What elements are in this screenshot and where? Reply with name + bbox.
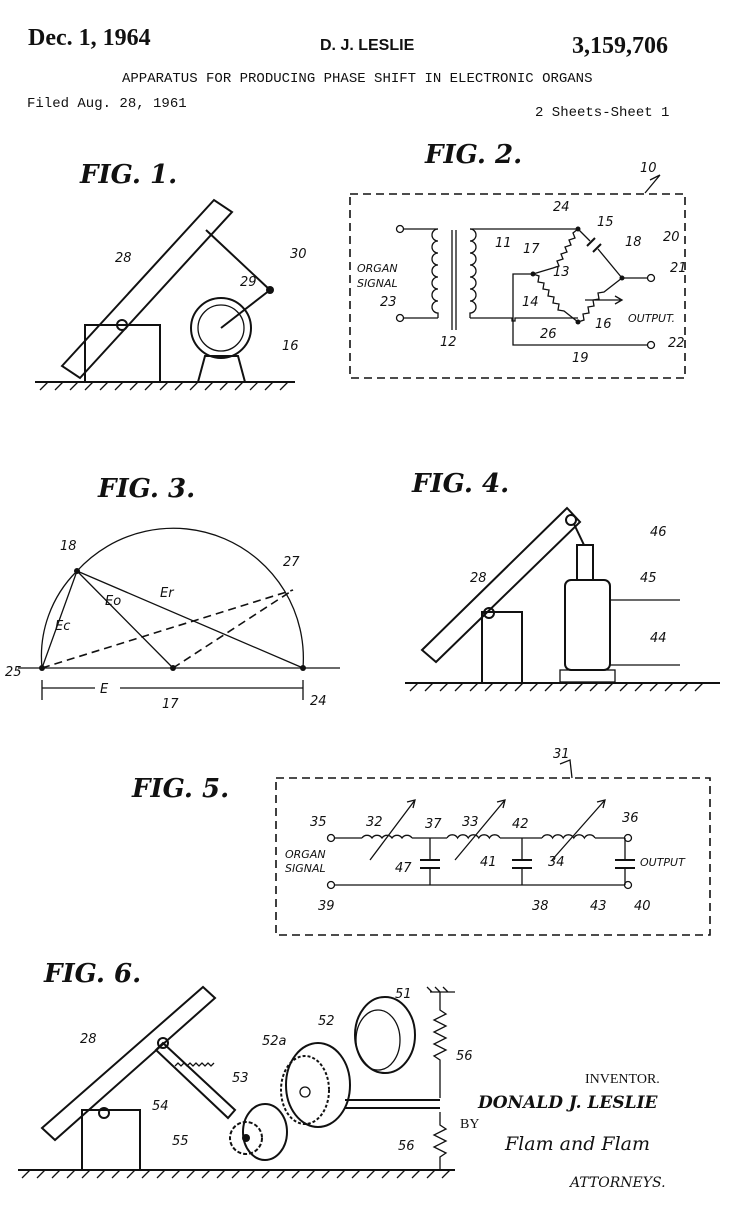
signature-block: INVENTOR. DONALD J. LESLIE BY Flam and F… <box>460 1072 666 1191</box>
fig5-ref: 38 <box>532 899 549 914</box>
fig2-ref: 14 <box>522 295 539 310</box>
fig4-ref: 28 <box>470 571 487 586</box>
fig2-ref: 15 <box>597 215 614 230</box>
inventor-name: DONALD J. LESLIE <box>477 1093 659 1113</box>
patent-number: 3,159,706 <box>572 33 668 59</box>
inventor-heading: INVENTOR. <box>585 1072 660 1087</box>
fig6-ref: 54 <box>152 1099 169 1114</box>
fig2-ref: 17 <box>523 242 540 257</box>
fig1-ref: 28 <box>115 251 132 266</box>
attorneys-label: ATTORNEYS. <box>568 1175 666 1191</box>
fig6-ref: 55 <box>172 1134 189 1149</box>
fig2-input-label: ORGAN <box>357 262 398 275</box>
fig2-ref: 11 <box>495 236 512 251</box>
fig2-ref: 26 <box>540 327 557 342</box>
fig6-ref: 52a <box>262 1034 287 1049</box>
fig6-title: FIG. 6. <box>43 959 141 989</box>
fig2-ref: 12 <box>440 335 457 350</box>
fig6-ref: 56 <box>456 1049 473 1064</box>
fig1-ref: 16 <box>282 339 299 354</box>
fig5-ref: 37 <box>425 817 442 832</box>
fig5-ref: 36 <box>622 811 639 826</box>
fig5-ref: 31 <box>553 747 570 762</box>
fig5-ref: 40 <box>634 899 651 914</box>
fig6-ref: 28 <box>80 1032 97 1047</box>
fig3-ref: 27 <box>283 555 300 570</box>
fig2-title: FIG. 2. <box>424 140 522 170</box>
patent-title: APPARATUS FOR PRODUCING PHASE SHIFT IN E… <box>122 71 592 87</box>
fig3-ref: 17 <box>162 697 179 712</box>
fig2-ref: 16 <box>595 317 612 332</box>
fig1-ref: 29 <box>240 275 257 290</box>
fig2-ref: 21 <box>670 261 687 276</box>
figure-2: FIG. 2. 10 ORGAN SIGNAL OUTPUT. 24 15 18… <box>349 140 687 379</box>
attorneys-firm: Flam and Flam <box>504 1133 650 1155</box>
fig5-ref: 42 <box>512 817 529 832</box>
fig5-ref: 34 <box>548 855 565 870</box>
figure-6: FIG. 6. 51 52 52a 28 53 54 55 56 56 <box>18 959 473 1179</box>
patent-date: Dec. 1, 1964 <box>28 25 151 51</box>
fig2-ref: 13 <box>553 265 570 280</box>
figure-3: FIG. 3. 18 27 25 17 24 Ec Eo Er E <box>5 474 340 712</box>
sheet-info: 2 Sheets-Sheet 1 <box>535 105 669 121</box>
fig6-ref: 51 <box>395 987 412 1002</box>
fig3-ref: 24 <box>310 694 327 709</box>
fig5-input-label: SIGNAL <box>285 862 326 875</box>
fig5-input-label: ORGAN <box>285 848 326 861</box>
fig1-ref: 30 <box>290 247 307 262</box>
fig5-ref: 35 <box>310 815 327 830</box>
fig3-title: FIG. 3. <box>97 474 195 504</box>
fig4-title: FIG. 4. <box>411 469 509 499</box>
fig5-ref: 32 <box>366 815 383 830</box>
fig5-ref: 47 <box>395 861 412 876</box>
inventor-header: D. J. LESLIE <box>320 37 415 54</box>
fig2-ref: 24 <box>553 200 570 215</box>
fig3-ref: 18 <box>60 539 77 554</box>
fig5-title: FIG. 5. <box>131 774 229 804</box>
by-label: BY <box>460 1117 479 1132</box>
fig6-ref: 56 <box>398 1139 415 1154</box>
fig5-output-label: OUTPUT <box>640 856 686 869</box>
fig2-ref: 10 <box>640 161 657 176</box>
fig1-title: FIG. 1. <box>79 160 177 190</box>
fig6-ref: 52 <box>318 1014 335 1029</box>
fig2-input-label: SIGNAL <box>357 277 398 290</box>
fig4-ref: 46 <box>650 525 667 540</box>
vector-label: Ec <box>55 619 70 634</box>
fig5-ref: 43 <box>590 899 607 914</box>
fig3-ref: 25 <box>5 665 22 680</box>
vector-label: Er <box>160 586 175 601</box>
fig5-ref: 39 <box>318 899 335 914</box>
filed-date: Filed Aug. 28, 1961 <box>27 96 187 112</box>
vector-label: Eo <box>105 594 121 609</box>
vector-label: E <box>100 682 109 697</box>
fig2-ref: 19 <box>572 351 589 366</box>
fig5-ref: 33 <box>462 815 479 830</box>
fig2-ref: 23 <box>380 295 397 310</box>
figure-5: FIG. 5. ORGAN SIGNAL OUTPUT 31 32 33 35 … <box>131 747 711 936</box>
fig2-ref: 20 <box>663 230 680 245</box>
figure-4: FIG. 4. 28 46 45 44 <box>405 469 720 692</box>
fig4-ref: 45 <box>640 571 657 586</box>
fig2-ref: 22 <box>668 336 685 351</box>
fig4-ref: 44 <box>650 631 667 646</box>
fig2-ref: 18 <box>625 235 642 250</box>
fig6-ref: 53 <box>232 1071 249 1086</box>
fig5-ref: 41 <box>480 855 497 870</box>
figure-1: FIG. 1. 28 30 29 16 <box>35 160 307 391</box>
fig2-output-label: OUTPUT. <box>628 312 675 325</box>
